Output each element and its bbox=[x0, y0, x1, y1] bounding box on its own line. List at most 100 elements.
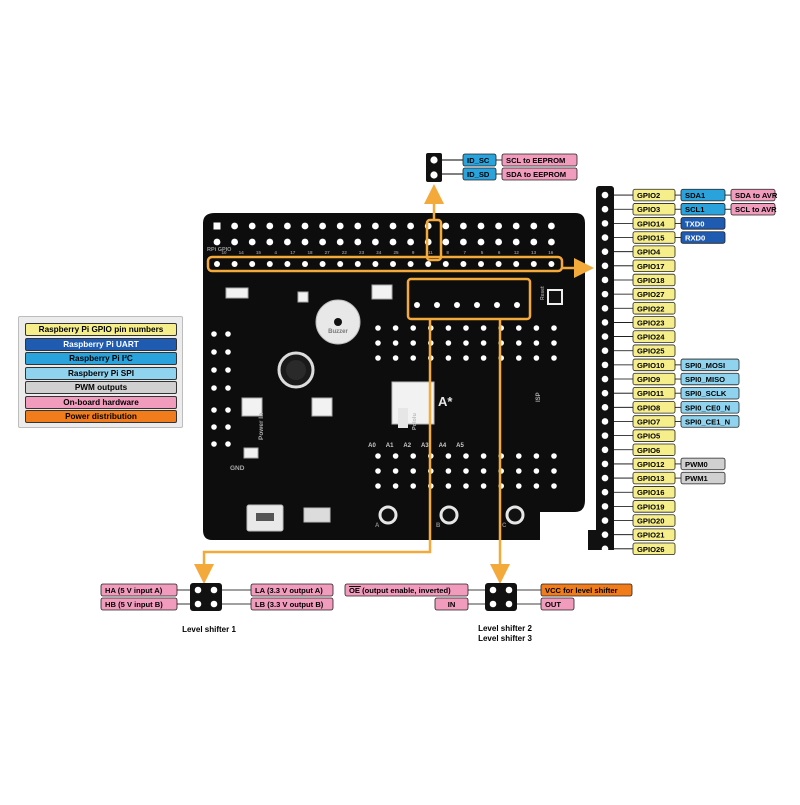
motor-hole bbox=[211, 367, 217, 373]
board-chip bbox=[225, 287, 249, 299]
gpio-label-text: GPIO13 bbox=[637, 474, 664, 483]
gpio-label-text: GPIO9 bbox=[637, 375, 660, 384]
header-hole bbox=[248, 222, 256, 230]
gpio-label: GPIO6 bbox=[632, 443, 676, 456]
gpio-label-text: GPIO23 bbox=[637, 318, 664, 327]
analog-label: A4 bbox=[439, 443, 447, 449]
legend-item: Raspberry Pi SPI bbox=[25, 366, 177, 380]
gpio-breakout-hole bbox=[284, 261, 291, 267]
rpi-header-holes bbox=[213, 222, 555, 267]
header-hole bbox=[354, 222, 362, 230]
gpio-i2c-label-text: SDA1 bbox=[685, 191, 706, 200]
header-hole bbox=[530, 238, 538, 246]
io-hole bbox=[516, 325, 522, 331]
gpio-hole bbox=[601, 503, 609, 510]
gpio-label-text: GPIO12 bbox=[637, 460, 664, 469]
ls1-pins bbox=[190, 583, 222, 611]
gpio-spi-label-text: SPI0_MISO bbox=[685, 375, 725, 384]
id-pin-header bbox=[426, 153, 442, 182]
gpio-label-text: GPIO25 bbox=[637, 347, 665, 356]
user-button[interactable] bbox=[378, 505, 398, 525]
gpio-label-box bbox=[632, 330, 676, 343]
header-hole bbox=[460, 222, 467, 230]
user-button[interactable] bbox=[439, 505, 459, 525]
gpio-pwm-label: PWM0 bbox=[680, 457, 726, 471]
ls-hole bbox=[434, 302, 440, 308]
header-hole bbox=[284, 222, 291, 230]
gpio-header-highlight bbox=[206, 255, 564, 273]
gpio-breakout-hole bbox=[530, 261, 537, 267]
io-hole bbox=[551, 483, 557, 489]
button-label: C bbox=[502, 523, 507, 529]
gpio-hole bbox=[601, 276, 609, 284]
user-button[interactable] bbox=[505, 505, 525, 525]
gpio-hole bbox=[601, 262, 609, 270]
io-hole bbox=[410, 468, 417, 474]
board-top-label: 15 bbox=[256, 250, 262, 255]
legend-item: Raspberry Pi UART bbox=[25, 337, 177, 351]
gpio-spi-label-text: SPI0_CE1_N bbox=[685, 417, 730, 426]
gpio-breakout-hole bbox=[460, 261, 467, 267]
gpio-spi-label-box bbox=[680, 358, 740, 372]
gpio-label: GPIO20 bbox=[632, 514, 676, 527]
gpio-spi-label: SPI0_MISO bbox=[680, 372, 740, 386]
gpio-spi-label-text: SPI0_MOSI bbox=[685, 361, 725, 370]
io-hole bbox=[375, 325, 381, 331]
gpio-hole bbox=[601, 488, 609, 496]
gpio-label-text: GPIO19 bbox=[637, 502, 664, 511]
gpio-label-text: GPIO5 bbox=[637, 432, 661, 441]
ls23-oe-text: OE (output enable, inverted) bbox=[349, 586, 451, 595]
io-hole bbox=[533, 468, 540, 474]
header-hole bbox=[530, 222, 538, 230]
header-hole bbox=[284, 238, 291, 246]
legend-item: On-board hardware bbox=[25, 395, 177, 409]
legend-item: Power distribution bbox=[25, 410, 177, 423]
header-hole bbox=[231, 222, 239, 230]
io-hole bbox=[410, 355, 417, 361]
gpio-hole bbox=[601, 319, 609, 326]
motor-hole bbox=[225, 367, 231, 373]
gpio-label-box bbox=[632, 486, 676, 499]
gpio-label: GPIO22 bbox=[632, 302, 676, 315]
board-top-label: 25 bbox=[393, 250, 399, 255]
id-desc-label-text: SDA to EEPROM bbox=[506, 170, 566, 179]
gpio-breakout-hole bbox=[548, 261, 555, 267]
ls23-oe-suffix: (output enable, inverted) bbox=[360, 586, 451, 595]
io-hole bbox=[516, 468, 522, 474]
gpio-hole bbox=[601, 333, 609, 340]
header-hole bbox=[389, 238, 397, 246]
gnd-label: GND bbox=[230, 465, 245, 472]
id-desc-label: SCL to EEPROM bbox=[501, 153, 578, 167]
ls1-right-label-text: LB (3.3 V output B) bbox=[255, 600, 324, 609]
id-label: ID_SD bbox=[462, 167, 497, 181]
header-pin-1 bbox=[213, 222, 221, 230]
header-hole bbox=[389, 222, 397, 230]
gpio-breakout-hole bbox=[231, 261, 238, 267]
io-hole bbox=[445, 453, 452, 459]
gpio-spi-label: SPI0_CE1_N bbox=[680, 415, 740, 428]
board-top-label: 8 bbox=[446, 250, 449, 255]
gpio-uart-label-text: TXD0 bbox=[685, 219, 704, 228]
motor-hole bbox=[211, 349, 217, 355]
gpio-breakout-hole bbox=[337, 261, 344, 267]
gpio-label-text: GPIO26 bbox=[637, 545, 664, 554]
gpio-label-text: GPIO24 bbox=[637, 333, 665, 342]
gpio-label: GPIO7 bbox=[632, 415, 676, 428]
gpio-label: GPIO4 bbox=[632, 245, 676, 258]
id-label-text: ID_SD bbox=[467, 170, 490, 179]
gpio-uart-label-text: RXD0 bbox=[685, 234, 705, 243]
io-hole bbox=[533, 355, 540, 361]
board-chip bbox=[243, 447, 259, 459]
reset-button[interactable] bbox=[547, 289, 563, 305]
io-hole bbox=[445, 355, 452, 361]
power-switch[interactable] bbox=[303, 507, 331, 523]
board-top-label: 13 bbox=[531, 250, 537, 255]
pololu-label: Pololu bbox=[412, 413, 418, 430]
board-top-label: 22 bbox=[342, 250, 348, 255]
gpio-hole bbox=[601, 545, 609, 553]
gpio-hole bbox=[601, 404, 609, 411]
gpio-spi-label-box bbox=[680, 386, 740, 400]
